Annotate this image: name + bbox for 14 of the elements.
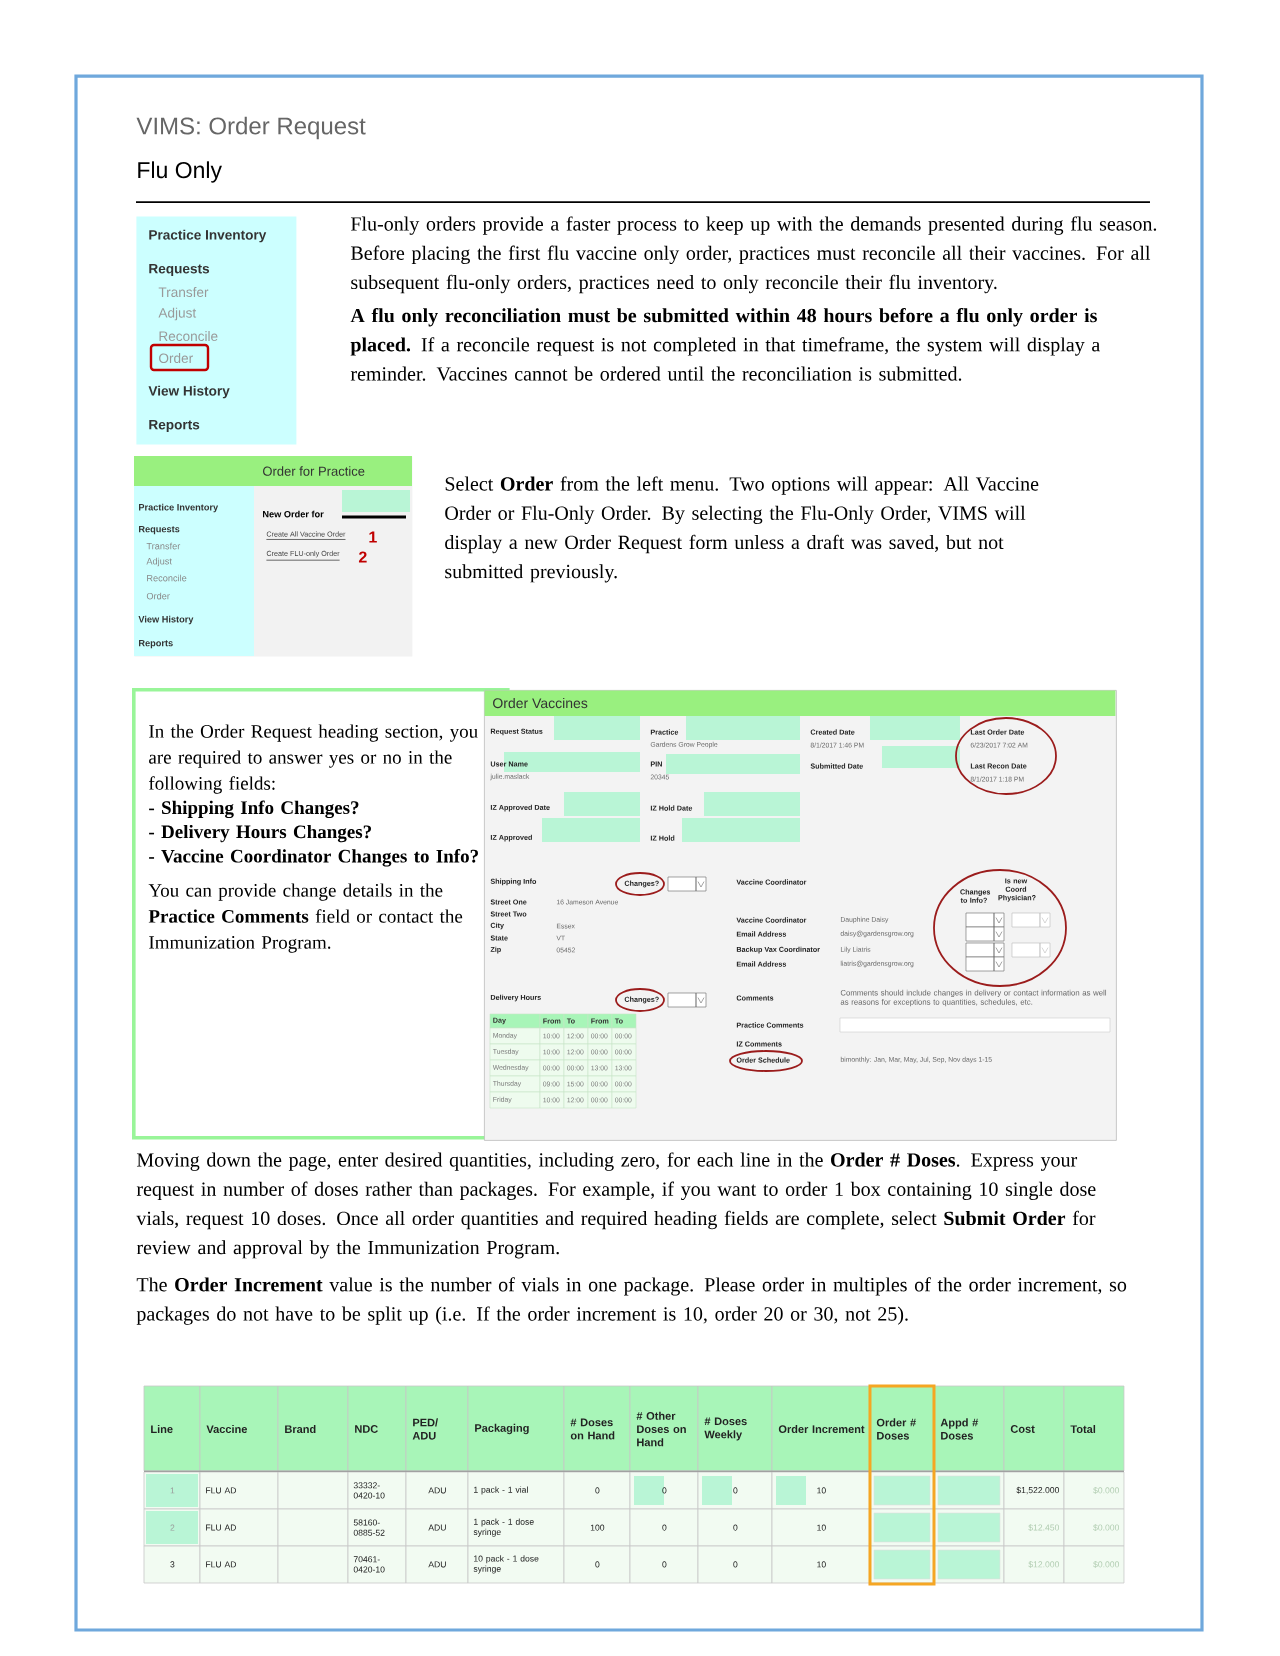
paragraph: Moving down the page, enter desired quantities, including zero, for each line in the Order # Doses. Express your request in number of doses rather than packages. For example, if you want to order 1 box containing 10 single dose vials, request 10 doses. Once all order quantities and required heading fields are complete, select Submit Order for review and approval by the Immunization Program. <box>136 1152 1096 1259</box>
callout-number: 1 <box>369 531 377 543</box>
paragraph: Flu-only orders provide a faster process to keep up with the demands presented during flu season. Before placing the first flu vaccine only order, practices must reconcile all their vaccines. For all subsequent flu-only orders, practices need to only reconcile their flu inventory. <box>350 216 1157 294</box>
paragraph: You can provide change details in the Practice Comments field or contact the Immunization Program. <box>148 883 463 953</box>
paragraph: A flu only reconciliation must be submitted within 48 hours before a flu only order is placed. If a reconcile request is not completed in that timeframe, the system will display a reminder. Vaccines cannot be ordered until the reconciliation is submitted. <box>350 308 1100 381</box>
list-item: - Vaccine Coordinator Changes to Info? <box>149 849 478 867</box>
list-item: - Delivery Hours Changes? <box>149 824 371 843</box>
title: VIMS: Order Request <box>136 116 366 140</box>
paragraph: The Order Increment value is the number of vials in one package. Please order in multiples of the order increment, so packages do not have to be split up (i.e. If the order increment is 10, order 20 or 30, not 25). <box>136 1277 1127 1325</box>
paragraph: In the Order Request heading section, you are required to answer yes or no in the following fields: <box>149 724 478 794</box>
subtitle: Flu Only <box>138 161 222 183</box>
list-item: - Shipping Info Changes? <box>149 800 359 819</box>
callout-number: 2 <box>358 551 367 563</box>
paragraph: Select Order from the left menu. Two options will appear: All Vaccine Order or Flu-Only Order. By selecting the Flu-Only Order, VIMS will display a new Order Request form unless a draft was saved, but not submitted previously. <box>445 476 1039 583</box>
